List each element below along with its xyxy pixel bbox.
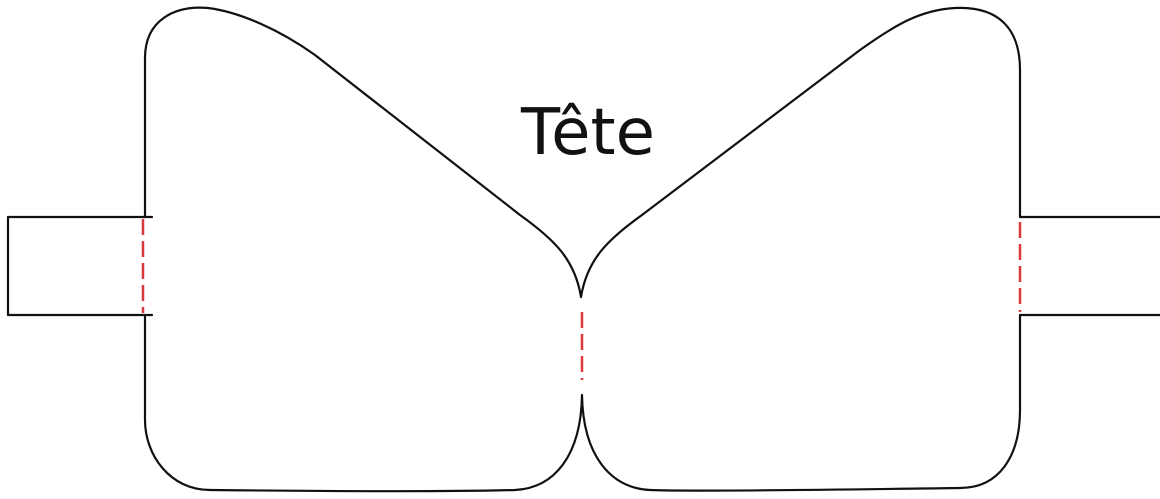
head-label: Tête (520, 96, 655, 170)
mask-body-outline (143, 6, 1022, 493)
right-strap-tab (1018, 215, 1160, 317)
left-strap-tab (6, 215, 154, 317)
